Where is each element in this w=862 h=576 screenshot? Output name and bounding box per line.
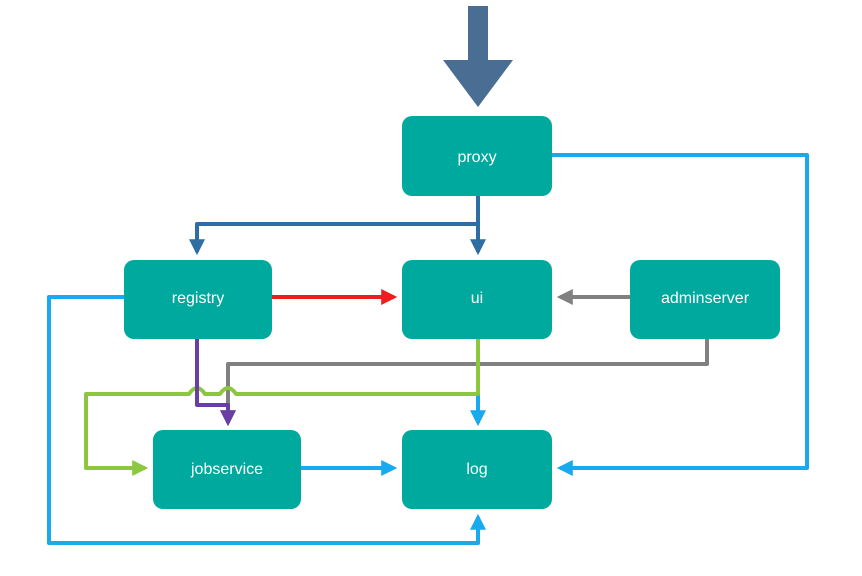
node-adminserver: adminserver xyxy=(630,260,780,339)
node-adminserver-label: adminserver xyxy=(661,290,750,307)
node-log-label: log xyxy=(466,461,487,478)
connector-registry-to-jobservice xyxy=(195,339,236,427)
node-jobservice-label: jobservice xyxy=(190,461,263,478)
connector-adminserver-to-jobservice xyxy=(220,339,709,427)
node-ui: ui xyxy=(402,260,552,339)
node-proxy-label: proxy xyxy=(457,149,496,166)
connector-proxy-to-log xyxy=(552,153,809,476)
node-ui-label: ui xyxy=(471,290,483,307)
node-log: log xyxy=(402,430,552,509)
connector-registry-to-log xyxy=(47,295,486,545)
entry-arrow-icon xyxy=(443,6,513,107)
connector-ui-to-jobservice xyxy=(84,339,480,476)
node-registry: registry xyxy=(124,260,272,339)
node-jobservice: jobservice xyxy=(153,430,301,509)
connector-proxy-to-registry xyxy=(189,222,478,256)
node-proxy: proxy xyxy=(402,116,552,196)
node-registry-label: registry xyxy=(172,290,224,307)
